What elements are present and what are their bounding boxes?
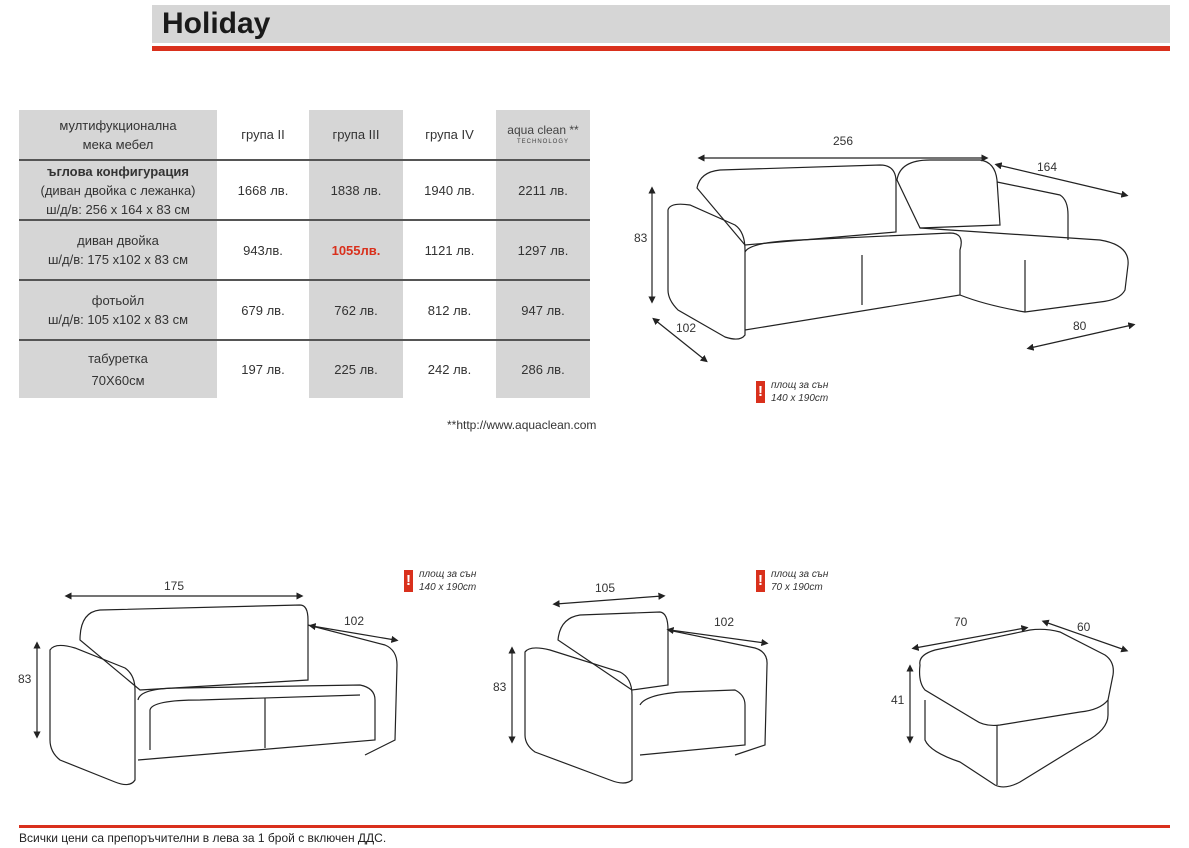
price-table: мултифукционална мека мебел група II груп… — [19, 110, 590, 398]
header-group-3: група III — [309, 110, 403, 160]
price-cell: 762 лв. — [309, 279, 403, 340]
price-cell: 943лв. — [217, 219, 309, 280]
footer-text: Всички цени са препоръчителни в лева за … — [19, 831, 387, 845]
dim-sofa-depth: 102 — [344, 614, 365, 628]
warning-icon: ! — [756, 381, 765, 403]
price-cell: 1297 лв. — [496, 219, 590, 280]
row-dims: ш/д/в: 105 x102 x 83 см — [47, 312, 189, 327]
dim-chair-depth: 102 — [714, 615, 735, 629]
price-cell-highlight: 1055лв. — [309, 219, 403, 280]
price-cell: 242 лв. — [403, 339, 496, 398]
row-label: диван двойка ш/д/в: 175 x102 x 83 см — [19, 219, 217, 280]
sleeping-area-note: ! площ за сън 70 x 190cm — [756, 568, 828, 594]
header-group-4: група IV — [425, 127, 474, 142]
dim-corner-chaise: 80 — [1073, 319, 1087, 333]
ottoman-drawing — [906, 619, 1129, 788]
note-label: площ за сън — [419, 569, 477, 580]
price-cell: 286 лв. — [496, 339, 590, 398]
dim-corner-height: 83 — [634, 231, 648, 245]
note-value: 140 x 190cm — [771, 393, 829, 404]
dim-chair-height: 83 — [493, 680, 507, 694]
price-cell: 225 лв. — [309, 339, 403, 398]
sofa-drawing — [33, 592, 399, 786]
price-cell: 1838 лв. — [309, 159, 403, 220]
row-title: фотьойл — [91, 293, 145, 308]
page-title: Holiday — [162, 7, 271, 40]
header-label: мултифукционална мека мебел — [19, 110, 217, 160]
row-title: табуретка — [88, 350, 148, 366]
footer-divider — [19, 825, 1170, 828]
dim-sofa-height: 83 — [18, 672, 32, 686]
header-label-line2: мека мебел — [82, 136, 154, 152]
dim-sofa-width: 175 — [164, 579, 185, 593]
note-value: 140 x 190cm — [419, 582, 477, 593]
aquaclean-footnote: **http://www.aquaclean.com — [447, 418, 597, 432]
table-row: диван двойка ш/д/в: 175 x102 x 83 см 943л… — [19, 219, 590, 280]
price-cell: 947 лв. — [496, 279, 590, 340]
row-title: диван двойка — [77, 233, 159, 248]
sleeping-area-note: ! площ за сън 140 x 190cm — [756, 379, 828, 405]
price-cell: 2211 лв. — [496, 159, 590, 220]
row-title: ъглова конфигурация — [47, 163, 189, 179]
row-dims: ш/д/в: 256 x 164 x 83 см — [46, 201, 190, 217]
sleeping-area-note: ! площ за сън 140 x 190cm — [404, 568, 476, 594]
row-label: ъглова конфигурация (диван двойка с лежан… — [19, 159, 217, 220]
note-value: 70 x 190cm — [771, 582, 823, 593]
price-cell: 1121 лв. — [403, 219, 496, 280]
aquaclean-logo-text: aqua clean ** — [507, 123, 579, 137]
dim-corner-side: 102 — [676, 321, 697, 335]
row-label: табуретка 70X60см — [19, 339, 217, 398]
armchair-drawing — [508, 592, 769, 784]
table-header-row: мултифукционална мека мебел група II груп… — [19, 110, 590, 160]
dim-chair-width: 105 — [595, 581, 616, 595]
dim-ottoman-width: 70 — [954, 615, 968, 629]
note-label: площ за сън — [771, 569, 829, 580]
header-label-line1: мултифукционална — [59, 117, 177, 133]
row-dims: 70X60см — [91, 372, 145, 388]
warning-icon: ! — [404, 570, 413, 592]
table-row: фотьойл ш/д/в: 105 x102 x 83 см 679 лв. 7… — [19, 279, 590, 340]
header-bar — [152, 5, 1170, 43]
header-divider — [152, 46, 1170, 51]
dim-corner-width: 256 — [833, 134, 854, 148]
header-group-2: група II — [241, 127, 285, 142]
dim-ottoman-depth: 60 — [1077, 620, 1091, 634]
price-cell: 197 лв. — [217, 339, 309, 398]
price-cell: 679 лв. — [217, 279, 309, 340]
warning-icon: ! — [756, 570, 765, 592]
row-subtitle: (диван двойка с лежанка) — [40, 182, 196, 198]
table-row: ъглова конфигурация (диван двойка с лежан… — [19, 159, 590, 220]
table-row: табуретка 70X60см 197 лв. 225 лв. 242 лв.… — [19, 339, 590, 398]
dim-ottoman-height: 41 — [891, 693, 905, 707]
row-label: фотьойл ш/д/в: 105 x102 x 83 см — [19, 279, 217, 340]
corner-sofa-drawing — [648, 154, 1136, 363]
price-cell: 1668 лв. — [217, 159, 309, 220]
dim-corner-depth: 164 — [1037, 160, 1058, 174]
price-cell: 1940 лв. — [403, 159, 496, 220]
note-label: площ за сън — [771, 380, 829, 391]
aquaclean-logo: aqua clean ** TECHNOLOGY — [496, 110, 590, 160]
aquaclean-tech: TECHNOLOGY — [516, 139, 569, 145]
price-cell: 812 лв. — [403, 279, 496, 340]
row-dims: ш/д/в: 175 x102 x 83 см — [47, 252, 189, 267]
